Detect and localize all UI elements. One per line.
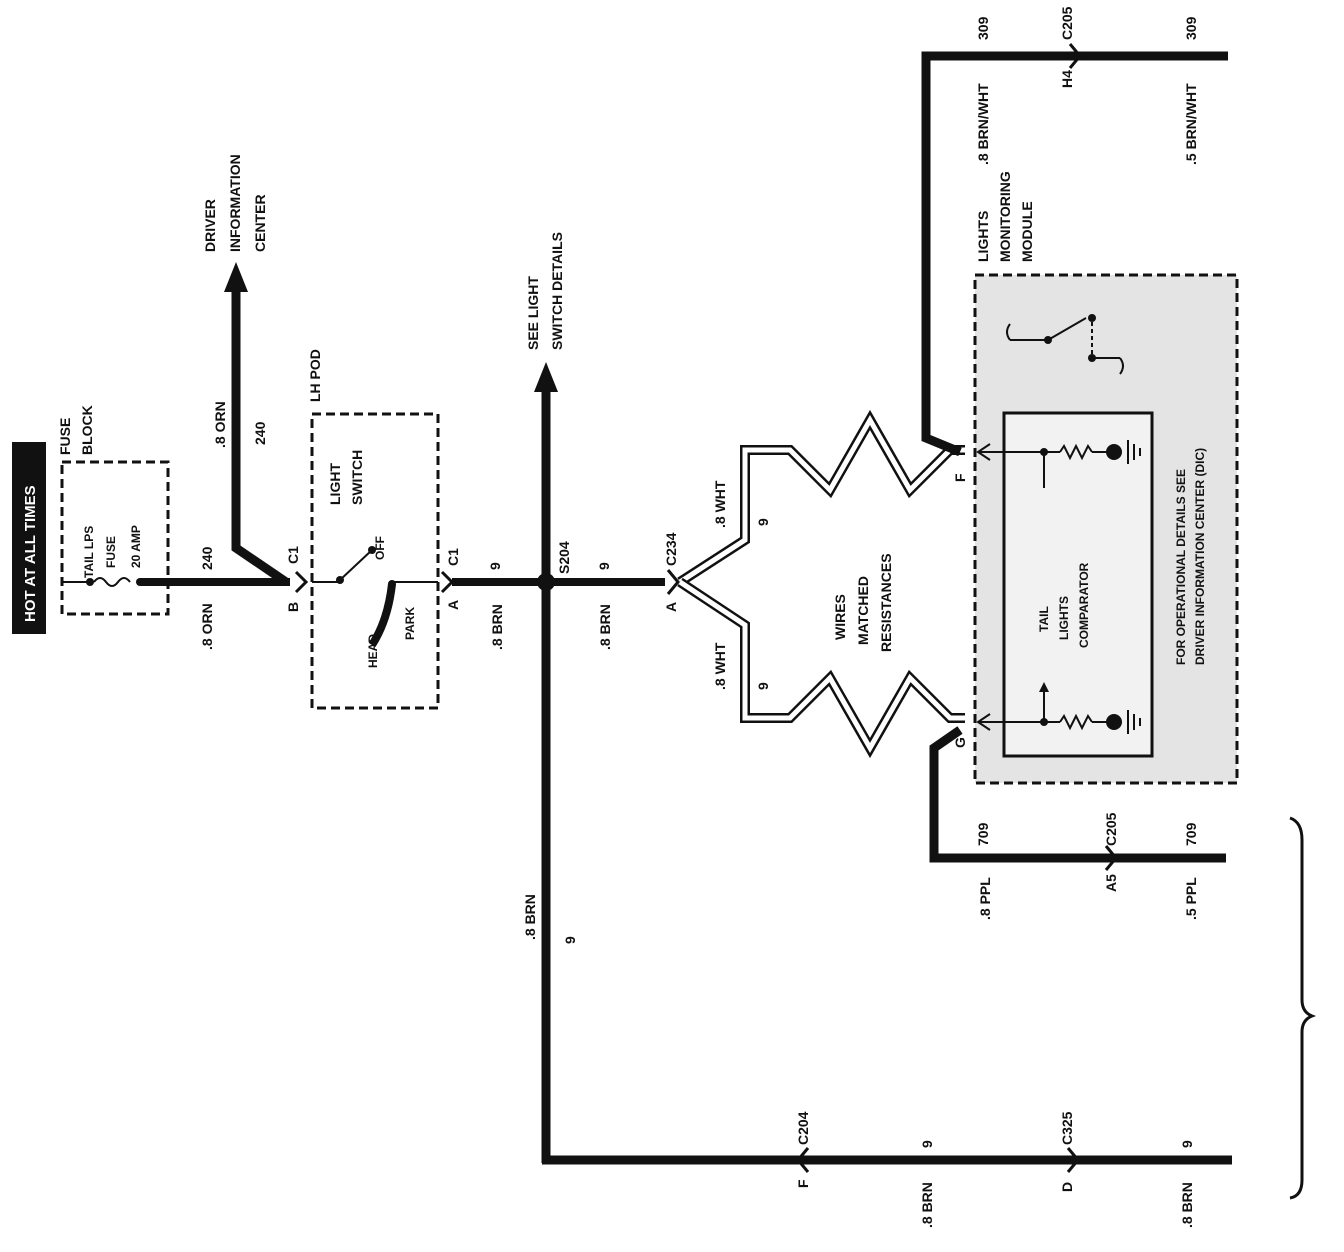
switch-head-label: HEAD — [366, 634, 380, 668]
c205-bottom-connector — [1104, 845, 1118, 871]
comparator-label-3: COMPARATOR — [1077, 562, 1091, 648]
c1-right-pin: A — [445, 600, 461, 610]
wire-240-circuit-bottom: 240 — [199, 546, 215, 570]
wire-309-size-left: .8 BRN/WHT — [975, 83, 991, 165]
lh-pod-box — [310, 412, 440, 710]
c205-bottom-pin: A5 — [1103, 874, 1119, 892]
c1-left-label: C1 — [285, 546, 301, 564]
wire-9-bottom-circuit-2: 9 — [1179, 1140, 1195, 1148]
comparator-label-1: TAIL — [1037, 606, 1051, 632]
dic-label-2: INFORMATION — [227, 154, 243, 252]
c1-right-label: C1 — [445, 548, 461, 566]
right-brace — [1289, 816, 1317, 1200]
wire-709-size-right: .5 PPL — [1183, 877, 1199, 920]
fuse-block-box — [60, 460, 170, 616]
operational-label-2: DRIVER INFORMATION CENTER (DIC) — [1193, 448, 1207, 665]
wire-240-size-top: .8 ORN — [212, 401, 228, 448]
switch-park-label: PARK — [403, 607, 417, 640]
c234-label: C234 — [663, 532, 679, 566]
c325-label: C325 — [1059, 1111, 1075, 1145]
wire-9-bottom-size-1: .8 BRN — [919, 1182, 935, 1228]
wire-240-branch — [231, 290, 289, 586]
dic-arrow-icon — [224, 262, 248, 292]
wire-309-circuit-right: 309 — [1183, 16, 1199, 40]
wire-9-size-right: .8 BRN — [597, 604, 613, 650]
see-light-label-1: SEE LIGHT — [525, 276, 541, 350]
c204-pin: F — [795, 1179, 811, 1188]
fuse-type-label: FUSE — [104, 536, 118, 568]
fuse-block-label-1: FUSE — [57, 418, 73, 455]
wire-9-circuit-right: 9 — [596, 562, 612, 570]
wire-240-circuit-top: 240 — [252, 421, 268, 445]
c325-connector — [1066, 1147, 1080, 1173]
lh-pod-label: LH POD — [307, 349, 323, 402]
operational-label-1: FOR OPERATIONAL DETAILS SEE — [1174, 469, 1188, 665]
c234-connector — [666, 569, 680, 595]
fuse-symbol — [62, 577, 144, 587]
c205-top-pin: H4 — [1059, 70, 1075, 88]
lmm-label-3: MODULE — [1019, 201, 1035, 262]
wire-709-circuit-right: 709 — [1183, 822, 1199, 846]
comparator-box — [1002, 411, 1154, 758]
c1-left-pin: B — [285, 602, 301, 612]
c205-bottom-label: C205 — [1103, 812, 1119, 846]
s204-label: S204 — [556, 541, 572, 574]
resistances-label-3: RESISTANCES — [878, 553, 894, 652]
wire-309-size-right: .5 BRN/WHT — [1183, 83, 1199, 165]
c205-top-label: C205 — [1059, 6, 1075, 40]
fuse-block-label-2: BLOCK — [79, 405, 95, 455]
wire-309-circuit-left: 309 — [975, 16, 991, 40]
dic-label-3: CENTER — [252, 194, 268, 252]
wht-lower-circuit: 9 — [755, 682, 771, 690]
fuse-name-label: TAIL LPS — [82, 526, 96, 578]
s204-splice — [537, 573, 555, 591]
hot-at-all-times-banner: HOT AT ALL TIMES — [12, 442, 46, 634]
c325-pin: D — [1059, 1182, 1075, 1192]
wire-9-circuit-left: 9 — [487, 562, 503, 570]
wire-9-size-left: .8 BRN — [489, 604, 505, 650]
light-switch-symbol — [312, 546, 438, 648]
see-light-label-2: SWITCH DETAILS — [549, 232, 565, 350]
comparator-input-f — [976, 440, 1141, 488]
wire-9-bottom-circuit-1: 9 — [919, 1140, 935, 1148]
dic-label-1: DRIVER — [202, 199, 218, 252]
c1-right-connector — [440, 570, 455, 594]
light-switch-label-2: SWITCH — [349, 450, 365, 505]
lmm-label-2: MONITORING — [997, 171, 1013, 262]
wire-240-size-bottom: .8 ORN — [199, 603, 215, 650]
c234-pin: A — [663, 602, 679, 612]
switch-off-label: OFF — [373, 536, 387, 560]
wire-9-vertical-circuit: 9 — [562, 936, 578, 944]
lmm-pin-g: G — [952, 737, 968, 748]
see-light-arrow-icon — [534, 362, 558, 392]
wht-upper-size: .8 WHT — [712, 480, 728, 528]
resistances-label-2: MATCHED — [855, 576, 871, 645]
wire-709-circuit-left: 709 — [975, 822, 991, 846]
c204-connector — [796, 1147, 810, 1173]
hot-at-all-times-text: HOT AT ALL TIMES — [22, 485, 39, 622]
wire-309 — [921, 51, 1228, 457]
light-switch-label-1: LIGHT — [327, 463, 343, 505]
wht-wires — [677, 409, 965, 759]
c205-top-connector — [1068, 43, 1082, 69]
wht-lower-size: .8 WHT — [712, 642, 728, 690]
module-relay-switch — [1006, 314, 1124, 375]
wire-709 — [929, 726, 1226, 863]
lmm-pin-f: F — [952, 473, 968, 482]
fuse-rating-label: 20 AMP — [129, 525, 143, 568]
c1-left-connector — [294, 570, 309, 594]
c204-label: C204 — [795, 1111, 811, 1145]
resistances-label-1: WIRES — [832, 594, 848, 640]
lmm-label-1: LIGHTS — [975, 211, 991, 262]
comparator-input-g — [976, 682, 1141, 734]
wht-upper-circuit: 9 — [755, 518, 771, 526]
wire-709-size-left: .8 PPL — [977, 877, 993, 920]
wire-9-vertical-size: .8 BRN — [522, 894, 538, 940]
comparator-label-2: LIGHTS — [1057, 596, 1071, 640]
wire-9-bottom-size-2: .8 BRN — [1179, 1182, 1195, 1228]
